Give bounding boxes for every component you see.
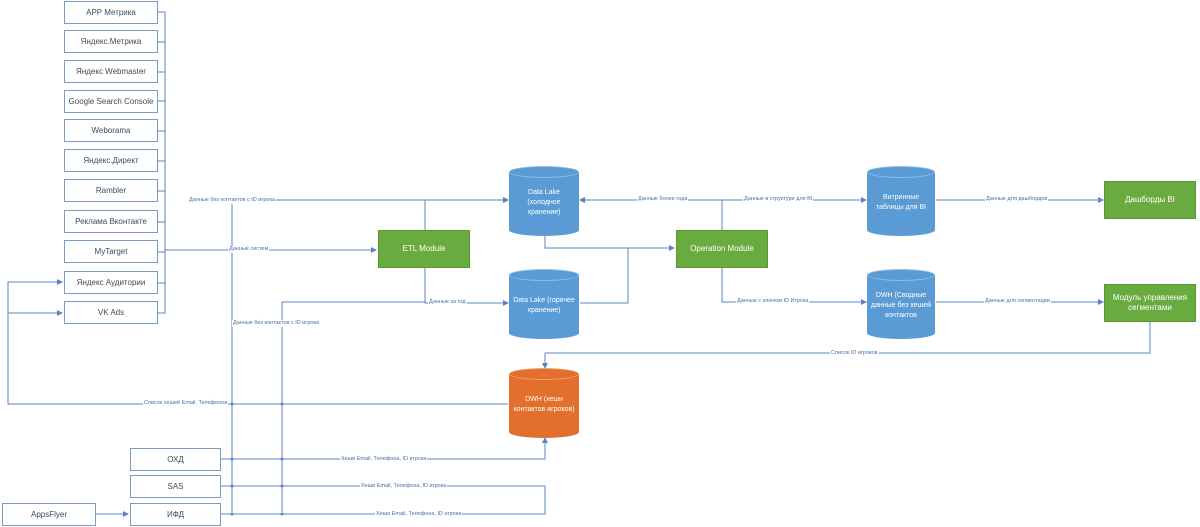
etl-module[interactable]: ETL Module (378, 230, 470, 268)
dwh-summary-label: DWH (Сводные данные без хешей контактов (870, 292, 932, 319)
edge-older-than-year (579, 197, 723, 230)
source-yandex-audiences[interactable]: Яндекс Аудитории (64, 271, 158, 294)
label-hash-ifd: Хеши Email, Телефона, ID игрока (375, 511, 463, 518)
label-hash-ohd: Хеши Email, Телефона, ID игрока (340, 456, 428, 463)
source-app-metrika[interactable]: APP Метрика (64, 1, 158, 24)
source-google-search-console[interactable]: Google Search Console (64, 90, 158, 113)
source-yandex-metrika[interactable]: Яндекс.Метрика (64, 30, 158, 53)
data-lake-hot-label: Data Lake (горячее хранение) (513, 297, 575, 314)
segments-module[interactable]: Модуль управления сегментами (1104, 284, 1196, 322)
label-hash-list: Список хешей Email, Телефонов (143, 400, 229, 407)
label-player-ids: Список ID игроков (830, 350, 879, 357)
edge-hash-list (7, 279, 508, 405)
data-lake-cold[interactable]: Data Lake (холодное хранение) (509, 166, 579, 236)
source-sas[interactable]: SAS (130, 475, 221, 498)
source-weborama[interactable]: Weborama (64, 119, 158, 142)
label-no-contacts-top: Данные без контактов с ID игрока (188, 197, 277, 204)
label-bi-structure: Данные в структуре для BI (743, 196, 814, 203)
label-hash-sas: Хеши Email, Телефона, ID игрока (360, 483, 448, 490)
edge-player-id-key (721, 268, 867, 305)
source-vk-ads-legacy[interactable]: Реклама Вконтакте (64, 210, 158, 233)
label-dashboard-data: Данные для дашбордов (985, 196, 1049, 203)
label-no-contacts-mid: Данные без контактов с ID игрока (232, 320, 321, 327)
source-ifd[interactable]: ИФД (130, 503, 221, 526)
edge-hash-ohd (221, 437, 548, 460)
showcase-tables-label: Витринные таблицы для BI (875, 194, 927, 211)
data-lake-cold-label: Data Lake (холодное хранение) (527, 189, 561, 216)
label-player-id-key: Данные с ключом ID Игрока (736, 298, 810, 305)
source-rambler[interactable]: Rambler (64, 179, 158, 202)
source-yandex-direct[interactable]: Яндекс.Директ (64, 149, 158, 172)
source-appsflyer[interactable]: AppsFlyer (2, 503, 96, 526)
label-older-than-year: Данные более года (637, 196, 689, 203)
edge-hash-ifd (221, 486, 546, 515)
edge-no-contacts-mid (281, 301, 425, 512)
label-last-year: Данные за год (428, 299, 467, 306)
source-vk-ads[interactable]: VK Ads (64, 301, 158, 324)
sources-trunk (158, 11, 166, 314)
showcase-tables-bi[interactable]: Витринные таблицы для BI (867, 166, 935, 236)
dwh-summary[interactable]: DWH (Сводные данные без хешей контактов (867, 269, 935, 339)
label-segmentation-data: Данные для сегментации (984, 298, 1051, 305)
data-lake-hot[interactable]: Data Lake (горячее хранение) (509, 269, 579, 339)
source-yandex-webmaster[interactable]: Яндекс Webmaster (64, 60, 158, 83)
operation-module[interactable]: Operation Module (676, 230, 768, 268)
source-mytarget[interactable]: MyTarget (64, 240, 158, 263)
dwh-hashes-label: DWH (хеши контактов игроков) (513, 396, 575, 413)
dashboards-bi[interactable]: Дашборды BI (1104, 181, 1196, 219)
source-ohd[interactable]: ОХД (130, 448, 221, 471)
label-system-data: Данные систем (228, 246, 270, 253)
dwh-hashes[interactable]: DWH (хеши контактов игроков) (509, 368, 579, 438)
edge-last-year (424, 268, 509, 306)
edge-player-ids (542, 322, 1151, 369)
